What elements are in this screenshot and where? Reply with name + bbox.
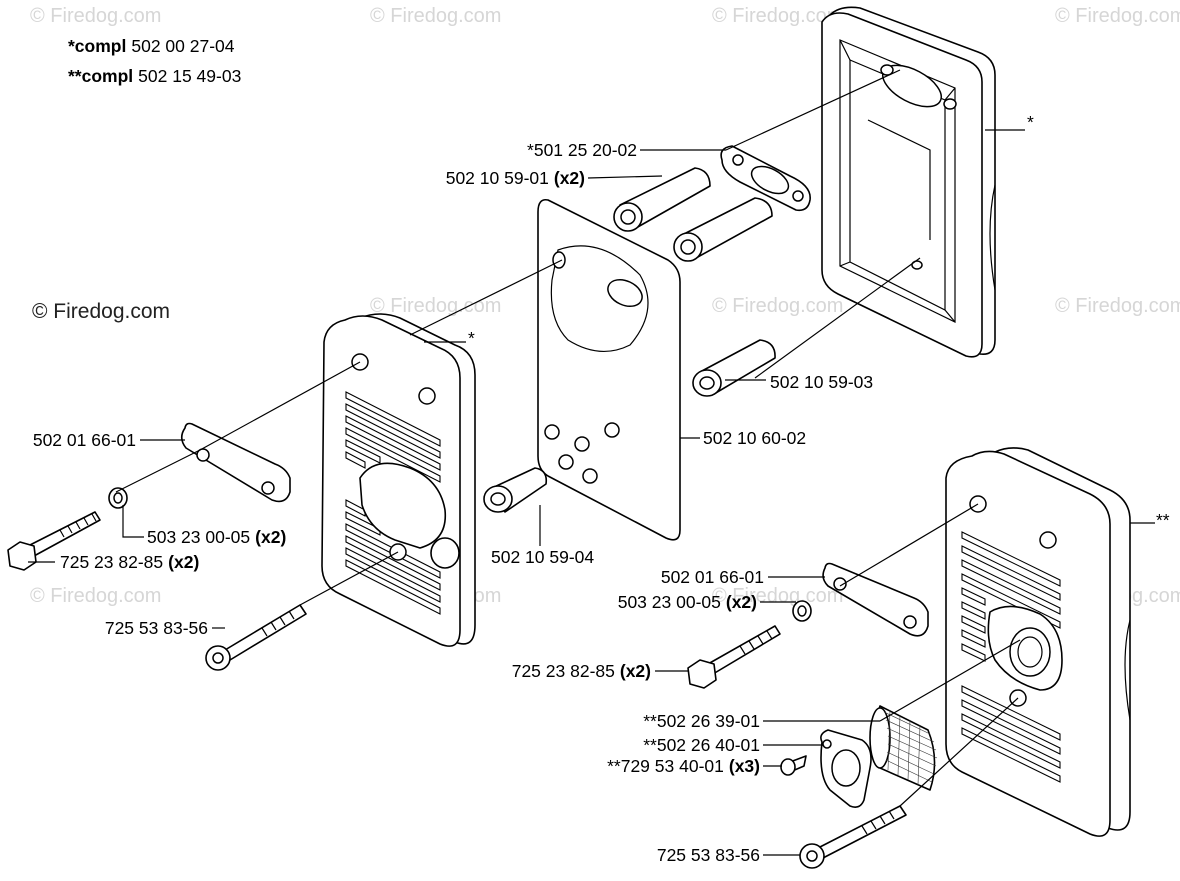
spacer-tube	[692, 339, 776, 397]
bracket-plate	[180, 422, 291, 503]
compl-number: 502 15 49-03	[138, 66, 241, 86]
compl-prefix: *compl	[68, 36, 126, 56]
part-number: 725 23 82-85	[512, 661, 615, 681]
callout-screen: **502 26 39-01	[643, 711, 760, 731]
callout-washer-left: 503 23 00-05(x2)	[147, 527, 286, 547]
callout-tube-bottom: 502 10 59-04	[491, 547, 594, 567]
callout-screw-left: 725 23 82-85(x2)	[60, 552, 199, 572]
part-number: **502 26 39-01	[643, 711, 760, 731]
callout-heat-shield: 502 10 60-02	[703, 428, 806, 448]
small-screw	[780, 755, 807, 776]
spark-arrestor-screen	[869, 705, 938, 791]
callout-tube-pair: 502 10 59-01(x2)	[446, 168, 585, 188]
callout-small-screw: **729 53 40-01(x3)	[607, 756, 760, 776]
screw	[687, 625, 781, 689]
callout-labels: * * ** *501 25 20-02 502 10 59-01(x2) 50…	[33, 112, 1170, 865]
spacer-tube	[673, 197, 773, 262]
part-number: **729 53 40-01	[607, 756, 724, 776]
cooling-fins	[345, 391, 441, 615]
part-number: **502 26 40-01	[643, 735, 760, 755]
callout-long-screw-left: 725 53 83-56	[105, 618, 208, 638]
part-number: 502 10 59-01	[446, 168, 549, 188]
compl-prefix: **compl	[68, 66, 133, 86]
part-number: 502 01 66-01	[661, 567, 764, 587]
muffler-cover-left	[321, 313, 476, 647]
watermark: © Firedog.com	[712, 585, 843, 607]
muffler-housing-top	[821, 6, 996, 358]
gasket	[720, 145, 811, 212]
spacer-tube	[483, 467, 548, 513]
part-number: 503 23 00-05	[618, 592, 721, 612]
screw	[205, 604, 307, 671]
watermark: © Firedog.com	[370, 5, 501, 27]
deflector-plate	[820, 729, 872, 808]
screw	[7, 511, 101, 571]
screw	[799, 805, 907, 869]
callout-gasket: *501 25 20-02	[527, 140, 637, 160]
callout-deflector: **502 26 40-01	[643, 735, 760, 755]
part-number: 725 53 83-56	[105, 618, 208, 638]
part-number: *501 25 20-02	[527, 140, 637, 160]
callout-bracket-right: 502 01 66-01	[661, 567, 764, 587]
callout-long-screw-bottom: 725 53 83-56	[657, 845, 760, 865]
part-qty: (x2)	[554, 168, 585, 188]
part-number: 502 10 60-02	[703, 428, 806, 448]
callout-tube: 502 10 59-03	[770, 372, 873, 392]
callout-bracket-left: 502 01 66-01	[33, 430, 136, 450]
washer	[108, 487, 128, 509]
watermark: © Firedog.com	[30, 5, 161, 27]
part-qty: (x2)	[255, 527, 286, 547]
callout-star: *	[1027, 112, 1034, 132]
watermark: © Firedog.com	[370, 295, 501, 317]
callout-screw-right: 725 23 82-85(x2)	[512, 661, 651, 681]
spacer-tube	[613, 167, 711, 232]
part-qty: (x2)	[168, 552, 199, 572]
watermark: © Firedog.com	[712, 295, 843, 317]
part-number: 503 23 00-05	[147, 527, 250, 547]
part-number: 502 10 59-03	[770, 372, 873, 392]
part-number: 725 23 82-85	[60, 552, 163, 572]
callout-star: *	[468, 328, 475, 348]
muffler-body-right	[945, 447, 1131, 837]
part-number: 725 53 83-56	[657, 845, 760, 865]
part-qty: (x2)	[726, 592, 757, 612]
leader-lines	[28, 69, 1155, 856]
watermark: © Firedog.com	[30, 585, 161, 607]
callout-washer-right: 503 23 00-05(x2)	[618, 592, 757, 612]
washer	[792, 600, 812, 622]
watermark: © Firedog.com	[1055, 295, 1180, 317]
callout-star: **	[1156, 510, 1170, 530]
heat-shield-plate	[537, 198, 681, 541]
bracket-plate	[822, 562, 929, 637]
part-number: 502 01 66-01	[33, 430, 136, 450]
watermark: © Firedog.com	[1055, 5, 1180, 27]
watermark: © Firedog.com	[712, 5, 843, 27]
compl-number: 502 00 27-04	[131, 36, 234, 56]
part-qty: (x3)	[729, 756, 760, 776]
part-number: 502 10 59-04	[491, 547, 594, 567]
part-qty: (x2)	[620, 661, 651, 681]
cooling-fins	[961, 531, 1061, 783]
watermark-main: © Firedog.com	[32, 300, 170, 323]
